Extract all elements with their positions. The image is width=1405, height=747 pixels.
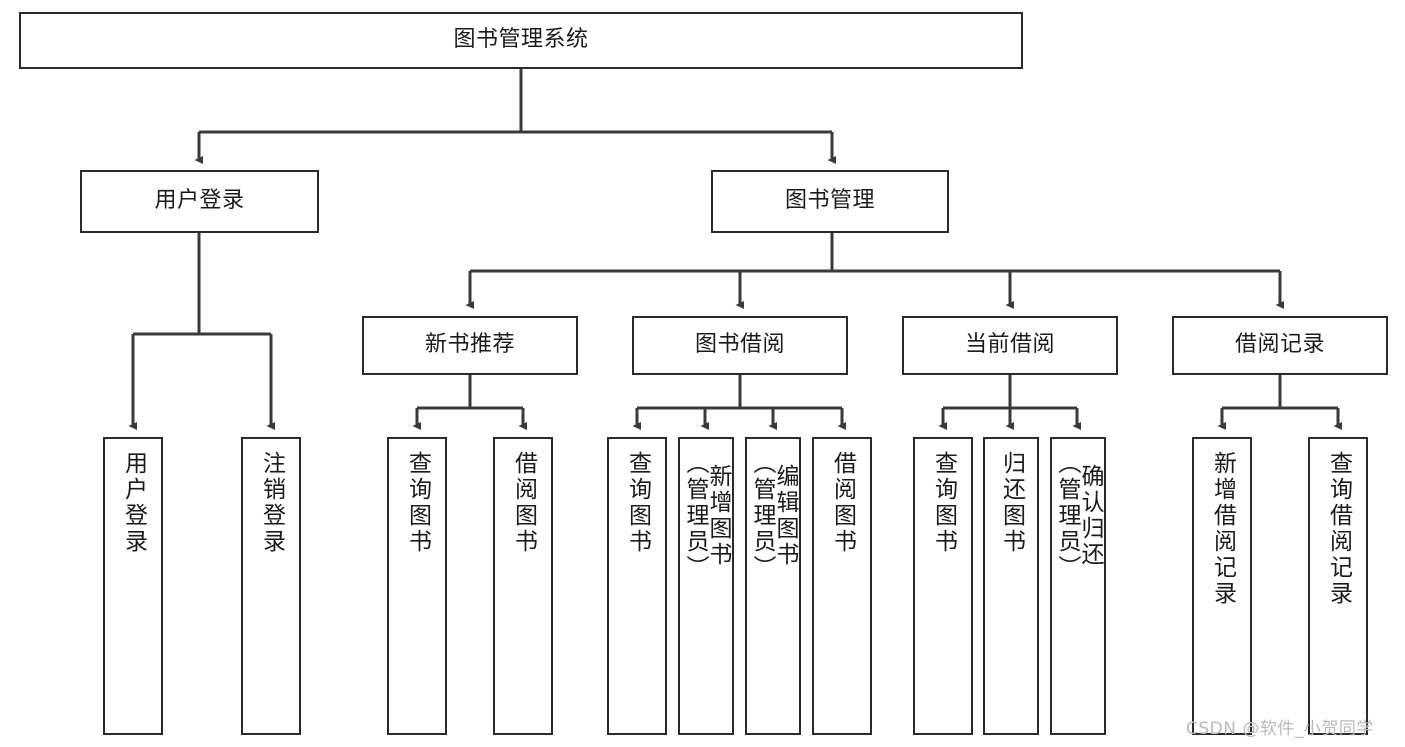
node-label: 借阅图书 bbox=[510, 451, 537, 555]
node-label: 注销登录 bbox=[258, 451, 285, 555]
node-label: 借阅图书 bbox=[829, 451, 856, 555]
leaf-current-return-book[interactable]: 归还图书 bbox=[983, 437, 1039, 735]
leaf-user-login[interactable]: 用户登录 bbox=[103, 437, 163, 735]
node-current-borrow[interactable]: 当前借阅 bbox=[902, 316, 1118, 375]
node-book-borrow[interactable]: 图书借阅 bbox=[632, 316, 848, 375]
leaf-record-query-record[interactable]: 查询借阅记录 bbox=[1308, 437, 1368, 735]
node-label: 归还图书 bbox=[998, 451, 1025, 555]
node-label: 用户登录 bbox=[120, 451, 147, 555]
node-label: 查询图书 bbox=[404, 451, 431, 555]
leaf-record-add-record[interactable]: 新增借阅记录 bbox=[1192, 437, 1252, 735]
borrow-to-leaves bbox=[632, 375, 846, 430]
login-to-leaves bbox=[128, 233, 275, 430]
leaf-borrow-add-book-admin[interactable]: 新增图书 （管理员） bbox=[678, 437, 734, 735]
root-to-level1 bbox=[194, 69, 836, 164]
node-label: 查询借阅记录 bbox=[1325, 451, 1352, 607]
leaf-current-query-book[interactable]: 查询图书 bbox=[913, 437, 973, 735]
leaf-borrow-borrow-book[interactable]: 借阅图书 bbox=[812, 437, 872, 735]
leaf-borrow-edit-book-admin[interactable]: 编辑图书 （管理员） bbox=[745, 437, 801, 735]
recommend-to-leaves bbox=[412, 375, 527, 430]
node-label: 图书管理 bbox=[784, 188, 875, 214]
leaf-recommend-query-book[interactable]: 查询图书 bbox=[387, 437, 447, 735]
node-book-management[interactable]: 图书管理 bbox=[711, 170, 949, 233]
node-label: 借阅记录 bbox=[1234, 332, 1325, 358]
node-label: 当前借阅 bbox=[964, 332, 1055, 358]
node-label: 图书借阅 bbox=[694, 332, 785, 358]
leaf-logout[interactable]: 注销登录 bbox=[241, 437, 301, 735]
current-to-leaves bbox=[938, 375, 1081, 430]
leaf-recommend-borrow-book[interactable]: 借阅图书 bbox=[493, 437, 553, 735]
node-label: 新书推荐 bbox=[424, 332, 515, 358]
node-label: 图书管理系统 bbox=[453, 27, 589, 53]
books-to-level2 bbox=[465, 233, 1284, 309]
node-label: 用户登录 bbox=[154, 188, 245, 214]
node-label: 新增借阅记录 bbox=[1209, 451, 1236, 607]
node-label: 编辑图书 （管理员） bbox=[749, 451, 798, 581]
node-label: 查询图书 bbox=[930, 451, 957, 555]
node-borrow-record[interactable]: 借阅记录 bbox=[1172, 316, 1388, 375]
node-user-login[interactable]: 用户登录 bbox=[80, 170, 319, 233]
record-to-leaves bbox=[1217, 375, 1342, 430]
node-label: 查询图书 bbox=[624, 451, 651, 555]
leaf-current-confirm-return-admin[interactable]: 确认归还 （管理员） bbox=[1050, 437, 1106, 735]
node-label: 确认归还 （管理员） bbox=[1054, 451, 1103, 581]
watermark: CSDN @软件_小贺同学 bbox=[1186, 719, 1374, 739]
leaf-borrow-query-book[interactable]: 查询图书 bbox=[607, 437, 667, 735]
node-new-book-recommend[interactable]: 新书推荐 bbox=[362, 316, 578, 375]
node-root-system[interactable]: 图书管理系统 bbox=[19, 12, 1023, 69]
node-label: 新增图书 （管理员） bbox=[682, 451, 731, 581]
